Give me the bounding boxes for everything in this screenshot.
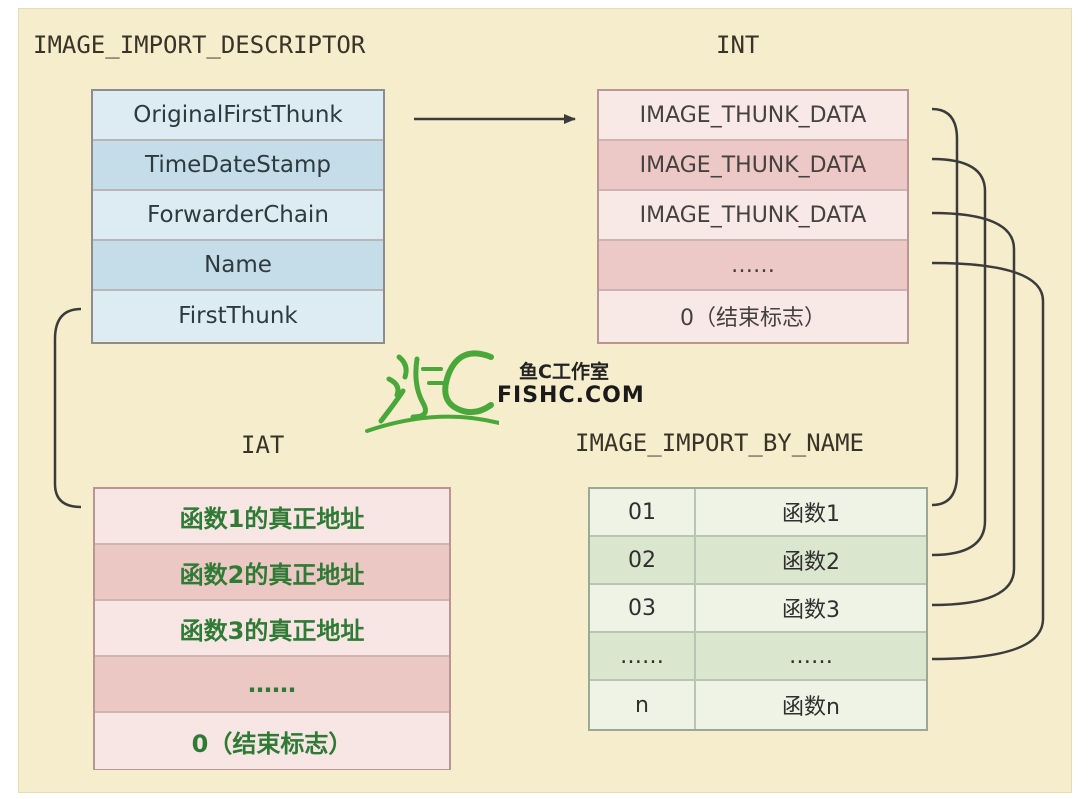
int-row: IMAGE_THUNK_DATA xyxy=(599,91,907,141)
int-to-by-name-connector xyxy=(931,107,959,507)
watermark-en: FISHC.COM xyxy=(497,383,645,408)
field-first-thunk: FirstThunk xyxy=(93,291,383,341)
iat-row-terminator: 0（结束标志） xyxy=(95,713,449,769)
int-to-by-name-connector xyxy=(931,211,1016,607)
hint-cell: n xyxy=(590,681,696,729)
int-heading: INT xyxy=(716,31,760,59)
iat-heading: IAT xyxy=(241,431,285,459)
hint-cell: 03 xyxy=(590,585,696,631)
first-thunk-to-iat-connector xyxy=(53,307,82,509)
function-name-cell: 函数n xyxy=(782,695,840,720)
int-to-by-name-connector xyxy=(931,261,1045,661)
iat-row: 函数2的真正地址 xyxy=(95,545,449,601)
int-row: IMAGE_THUNK_DATA xyxy=(599,191,907,241)
function-name-cell: …… xyxy=(789,643,833,669)
iat-row: 函数1的真正地址 xyxy=(95,489,449,545)
field-name: Name xyxy=(93,241,383,291)
function-name-cell: 函数3 xyxy=(782,598,840,623)
field-original-first-thunk: OriginalFirstThunk xyxy=(93,91,383,141)
by-name-row: n 函数n xyxy=(590,681,926,729)
function-name-cell: 函数2 xyxy=(782,550,840,575)
by-name-row: 01 函数1 xyxy=(590,489,926,537)
descriptor-struct: OriginalFirstThunk TimeDateStamp Forward… xyxy=(91,89,385,344)
hint-cell: 01 xyxy=(590,489,696,535)
field-forwarder-chain: ForwarderChain xyxy=(93,191,383,241)
function-name-cell: 函数1 xyxy=(782,502,840,527)
int-row-ellipsis: …… xyxy=(599,241,907,291)
int-table: IMAGE_THUNK_DATA IMAGE_THUNK_DATA IMAGE_… xyxy=(597,89,909,344)
connector-lines xyxy=(53,107,1045,661)
fishc-brush-mark xyxy=(365,350,501,433)
by-name-row: 03 函数3 xyxy=(590,585,926,633)
int-to-by-name-connector xyxy=(931,157,987,557)
iat-row: 函数3的真正地址 xyxy=(95,601,449,657)
field-time-date-stamp: TimeDateStamp xyxy=(93,141,383,191)
by-name-heading: IMAGE_IMPORT_BY_NAME xyxy=(575,429,864,457)
fishc-logo: 鱼C工作室 FISHC.COM xyxy=(359,339,659,439)
by-name-row: …… …… xyxy=(590,633,926,681)
int-row: IMAGE_THUNK_DATA xyxy=(599,141,907,191)
by-name-row: 02 函数2 xyxy=(590,537,926,585)
watermark-cn: 鱼C工作室 xyxy=(519,361,609,383)
hint-cell: …… xyxy=(590,633,696,679)
iat-table: 函数1的真正地址 函数2的真正地址 函数3的真正地址 …… 0（结束标志） xyxy=(93,487,451,770)
hint-cell: 02 xyxy=(590,537,696,583)
by-name-table: 01 函数1 02 函数2 03 函数3 …… …… n 函数n xyxy=(588,487,928,731)
iat-row-ellipsis: …… xyxy=(95,657,449,713)
diagram-canvas: IMAGE_IMPORT_DESCRIPTOR INT IAT IMAGE_IM… xyxy=(18,8,1072,793)
descriptor-heading: IMAGE_IMPORT_DESCRIPTOR xyxy=(33,31,366,59)
int-row-terminator: 0（结束标志） xyxy=(599,291,907,341)
